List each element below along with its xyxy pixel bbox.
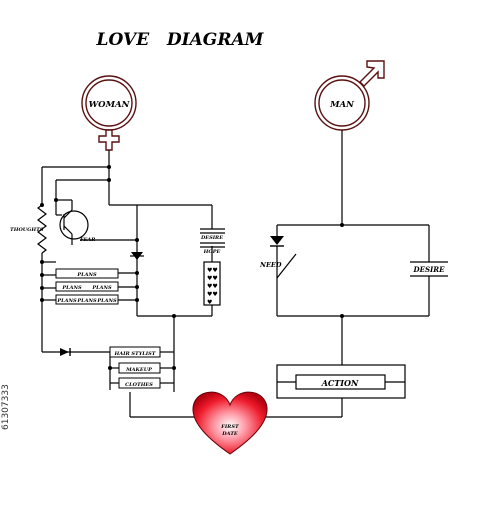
action-box	[295, 374, 386, 390]
junction-dots	[40, 165, 344, 370]
plans-label-3c: PLANS	[96, 298, 117, 304]
fear-label: FEAR	[79, 237, 95, 243]
hair-stylist-label: HAIR STYLIST	[114, 351, 157, 357]
man-label: MAN	[329, 100, 355, 110]
woman-label: WOMAN	[89, 100, 131, 110]
svg-text:♥♥: ♥♥	[207, 267, 218, 274]
first-date-label-line2: DATE	[221, 431, 238, 437]
left-diode	[60, 348, 69, 356]
plans-label-2a: PLANS	[61, 285, 82, 291]
plans-label-3b: PLANS	[76, 298, 97, 304]
makeup-box: MAKEUP	[118, 362, 161, 374]
svg-text:♥♥: ♥♥	[207, 283, 218, 290]
first-date-label-line1: FIRST	[220, 424, 240, 430]
plans-label-1: PLANS	[76, 272, 97, 278]
svg-text:♥♥: ♥♥	[207, 275, 218, 282]
thoughts-label: THOUGHTS	[10, 227, 44, 233]
man-circuit	[265, 130, 430, 418]
fear-transistor	[59, 210, 89, 240]
desire-label: DESIRE	[200, 235, 223, 241]
clothes-box: CLOTHES	[118, 377, 161, 389]
svg-text:♥: ♥	[207, 299, 212, 306]
plans-label-3a: PLANS	[56, 298, 77, 304]
diagram-title: LOVE DIAGRAM	[96, 30, 265, 50]
man-desire-capacitor	[410, 261, 448, 277]
plans-label-2b: PLANS	[91, 285, 112, 291]
man-desire-label: DESIRE	[413, 265, 446, 274]
clothes-label: CLOTHES	[125, 382, 153, 388]
svg-text:♥♥: ♥♥	[207, 291, 218, 298]
woman-circuit	[37, 150, 213, 418]
need-label: NEED	[259, 261, 282, 269]
hair-stylist-box: HAIR STYLIST	[109, 346, 161, 358]
plans-row-3: PLANS PLANS PLANS	[55, 294, 119, 305]
hope-label: HOPE	[203, 249, 221, 255]
makeup-label: MAKEUP	[125, 367, 152, 373]
first-date-heart	[192, 391, 268, 455]
woman-symbol	[81, 75, 137, 151]
plans-row-1: PLANS	[55, 268, 119, 279]
man-symbol	[314, 60, 385, 131]
desire-hope-capacitor	[200, 228, 225, 248]
hearts-battery: ♥♥ ♥♥ ♥♥ ♥♥ ♥	[203, 261, 221, 306]
action-label: ACTION	[321, 378, 359, 388]
plans-row-2: PLANS PLANS	[55, 281, 119, 292]
need-diode	[270, 236, 284, 245]
woman-diode	[131, 252, 143, 260]
stock-id: 61307333	[1, 384, 11, 430]
